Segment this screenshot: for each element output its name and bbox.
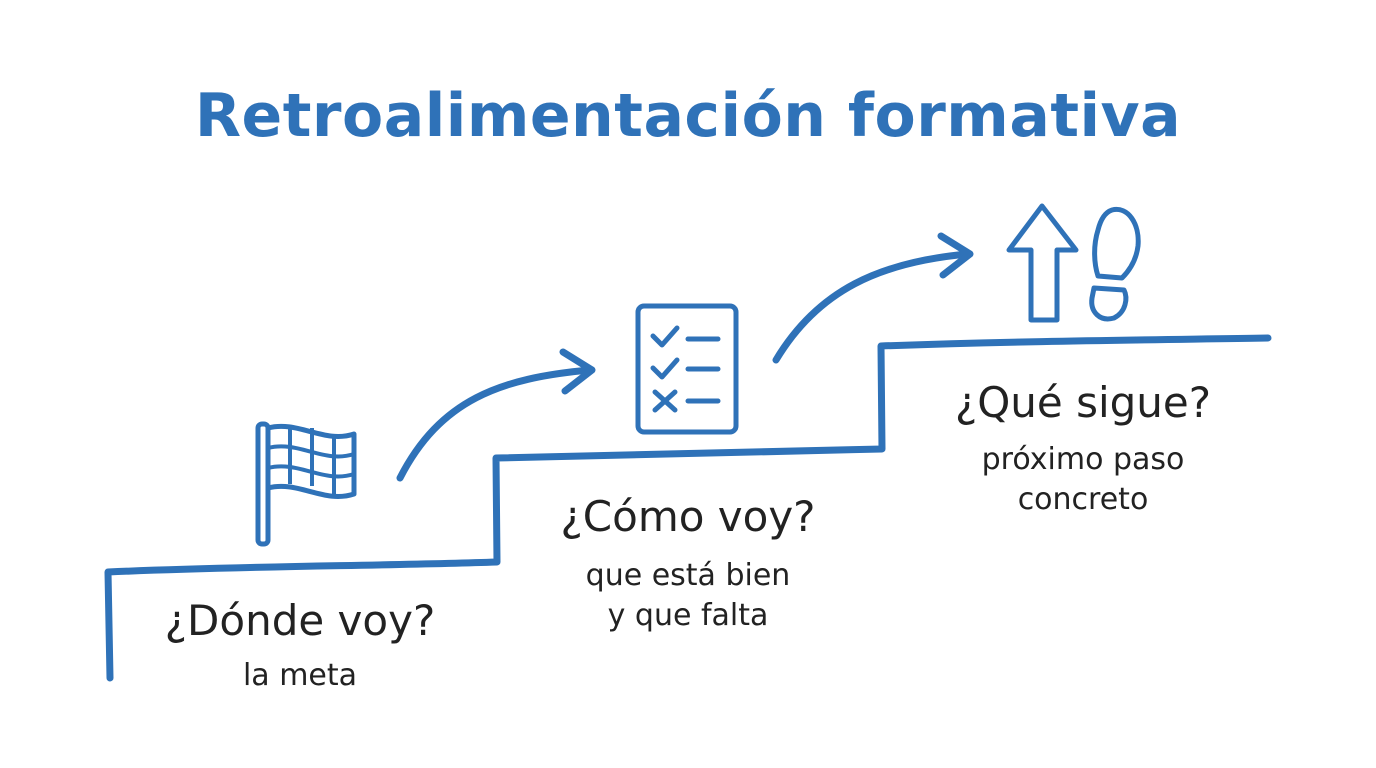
checkered-flag-icon: [255, 421, 357, 547]
step-2-heading: ¿Cómo voy?: [560, 492, 816, 541]
step-2-subtitle: que está bien y que falta: [585, 558, 791, 633]
step-3-subtitle: próximo paso concreto: [981, 442, 1185, 517]
staircase-line: [104, 334, 1272, 682]
step-1-subtitle: la meta: [242, 658, 358, 693]
step-1-heading: ¿Dónde voy?: [164, 596, 436, 645]
curved-arrow-2: [772, 232, 974, 364]
up-arrow-icon: [1006, 203, 1079, 323]
curved-arrow-1: [396, 348, 596, 482]
checklist-icon: [635, 303, 739, 435]
footprint-icon: [1089, 207, 1141, 322]
diagram-title: Retroalimentación formativa: [194, 81, 1182, 151]
step-3-heading: ¿Qué sigue?: [954, 378, 1212, 427]
